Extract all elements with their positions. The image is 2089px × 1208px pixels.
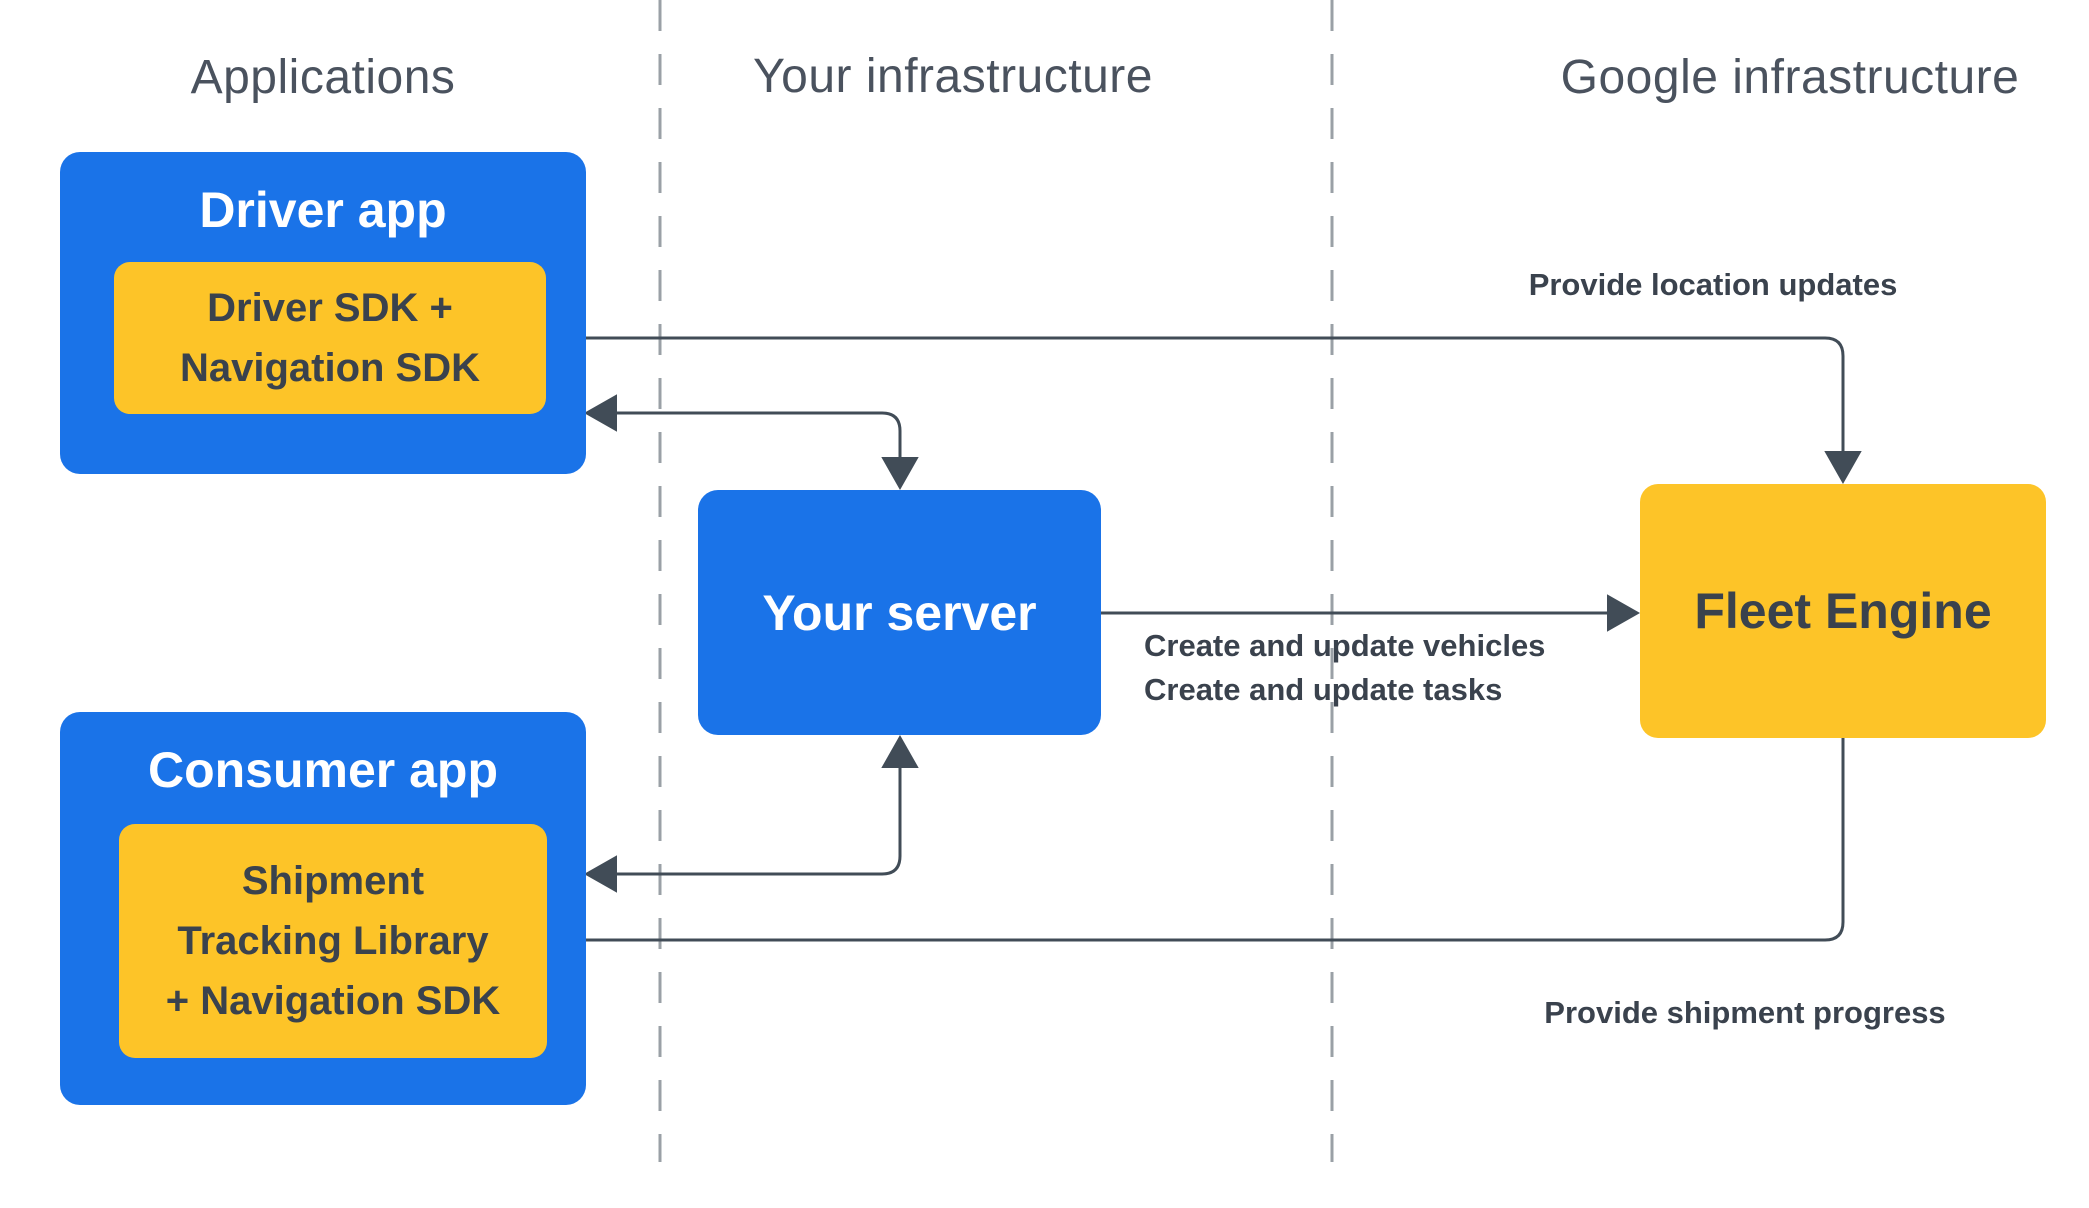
shipment-tracking-library-box: Shipment Tracking Library + Navigation S… xyxy=(119,824,547,1058)
your-server-title: Your server xyxy=(762,584,1037,641)
edge-label-create-update-vehicles: Create and update vehicles xyxy=(1144,628,1546,663)
column-header-applications: Applications xyxy=(190,51,456,104)
your-server-node: Your server xyxy=(698,490,1101,735)
driver-sdk-line-2: Navigation SDK xyxy=(179,346,481,390)
driver-app-node: Driver app Driver SDK + Navigation SDK xyxy=(60,152,586,474)
edge-label-provide-location-updates: Provide location updates xyxy=(1528,267,1898,302)
arrowhead-into-your-server-bottom xyxy=(881,734,919,768)
consumer-app-node: Consumer app Shipment Tracking Library +… xyxy=(60,712,586,1105)
shipment-library-line-3: + Navigation SDK xyxy=(165,979,501,1023)
edge-label-create-update: Create and update vehicles Create and up… xyxy=(1144,624,1545,712)
driver-sdk-box: Driver SDK + Navigation SDK xyxy=(114,262,546,414)
shipment-library-line-2: Tracking Library xyxy=(177,919,489,963)
column-header-google-infrastructure: Google infrastructure xyxy=(1560,51,2020,104)
fleet-engine-title: Fleet Engine xyxy=(1694,583,1992,639)
arrowhead-into-consumer-app xyxy=(583,855,617,893)
edge-driver-app-your-server xyxy=(583,394,919,491)
edge-your-server-fleet-engine xyxy=(1101,594,1641,632)
arrowhead-into-fleet-engine-top xyxy=(1824,451,1862,485)
shipment-library-line-1: Shipment xyxy=(241,859,425,903)
edge-consumer-app-your-server xyxy=(583,734,919,893)
edge-fleet-engine-consumer-app xyxy=(543,738,1845,959)
driver-app-title: Driver app xyxy=(199,182,447,238)
driver-sdk-line-1: Driver SDK + xyxy=(207,286,453,330)
fleet-engine-node: Fleet Engine xyxy=(1640,484,2046,738)
arrowhead-into-fleet-engine-left xyxy=(1607,594,1641,632)
edge-label-create-update-tasks: Create and update tasks xyxy=(1144,672,1503,707)
edge-driver-sdk-fleet-engine xyxy=(543,319,1862,485)
consumer-app-title: Consumer app xyxy=(147,742,499,798)
arrowhead-into-driver-app xyxy=(583,394,617,432)
edge-label-provide-shipment-progress: Provide shipment progress xyxy=(1544,995,1946,1030)
arrowhead-into-your-server-top xyxy=(881,457,919,491)
column-header-your-infrastructure: Your infrastructure xyxy=(753,50,1153,103)
